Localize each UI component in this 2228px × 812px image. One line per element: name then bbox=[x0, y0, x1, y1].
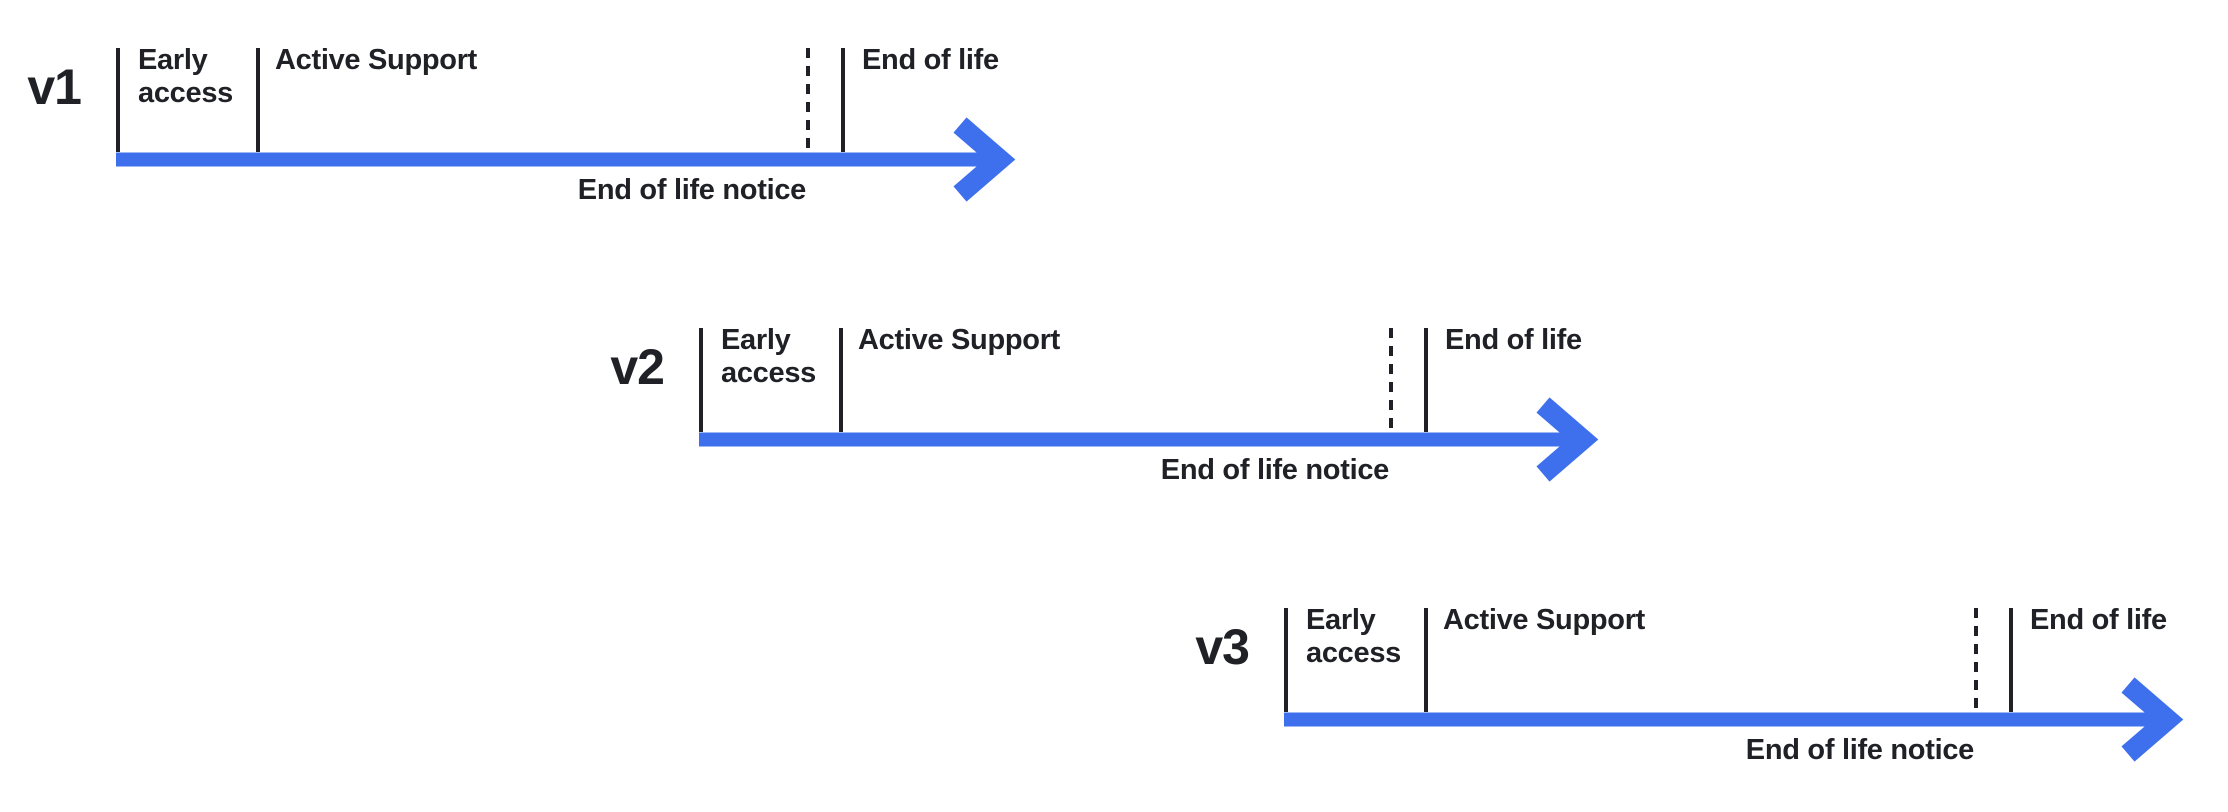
eol-notice-dashed-tick bbox=[1389, 328, 1393, 428]
eol-notice-dashed-tick bbox=[1974, 608, 1978, 708]
active-support-label: Active Support bbox=[858, 324, 1061, 356]
end-of-life-label: End of life bbox=[1445, 324, 1582, 356]
end-of-life-tick bbox=[2009, 608, 2013, 712]
early-access-label: Early access bbox=[721, 324, 816, 389]
end-of-life-label: End of life bbox=[2030, 604, 2167, 636]
active-support-start-tick bbox=[839, 328, 843, 432]
early-access-label: Early access bbox=[138, 44, 233, 109]
active-support-label: Active Support bbox=[1443, 604, 1646, 636]
version-label: v3 bbox=[1195, 619, 1250, 675]
early-access-start-tick bbox=[1284, 608, 1288, 712]
early-access-start-tick bbox=[116, 48, 120, 152]
early-access-start-tick bbox=[699, 328, 703, 432]
timeline-arrow-icon bbox=[1284, 677, 2184, 762]
end-of-life-tick bbox=[1424, 328, 1428, 432]
end-of-life-tick bbox=[841, 48, 845, 152]
eol-notice-dashed-tick bbox=[806, 48, 810, 148]
early-access-label: Early access bbox=[1306, 604, 1401, 669]
end-of-life-label: End of life bbox=[862, 44, 999, 76]
timeline-arrow-icon bbox=[699, 397, 1599, 482]
end-of-life-notice-label: End of life notice bbox=[1745, 734, 1975, 766]
version-label: v1 bbox=[27, 59, 82, 115]
end-of-life-notice-label: End of life notice bbox=[1160, 454, 1390, 486]
version-label: v2 bbox=[610, 339, 665, 395]
end-of-life-notice-label: End of life notice bbox=[577, 174, 807, 206]
active-support-start-tick bbox=[1424, 608, 1428, 712]
timeline-arrow-icon bbox=[116, 117, 1016, 202]
active-support-start-tick bbox=[256, 48, 260, 152]
active-support-label: Active Support bbox=[275, 44, 478, 76]
